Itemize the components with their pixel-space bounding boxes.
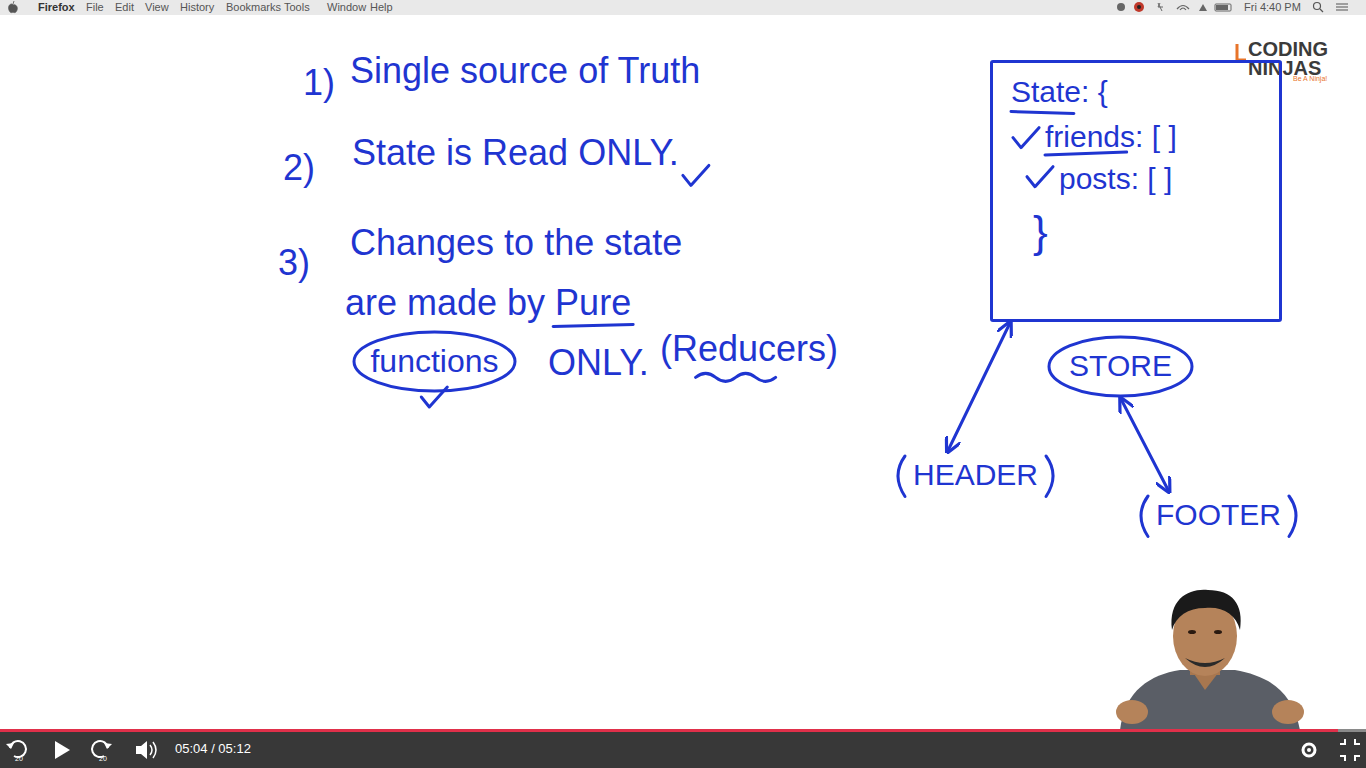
ellipse-stroke <box>354 332 515 391</box>
bracket <box>1046 456 1053 497</box>
check-mark <box>683 165 709 185</box>
store-ellipse: STORE <box>1047 335 1194 398</box>
footer-label: FOOTER <box>1156 498 1281 533</box>
menu-item: View <box>145 1 169 14</box>
presenter-figure <box>1116 590 1304 730</box>
state-line: } <box>1033 207 1048 258</box>
menu-item: History <box>180 1 214 14</box>
logo-accent <box>1237 44 1246 60</box>
reducers-note: (Reducers) <box>660 328 838 369</box>
principle-text: Changes to the state <box>350 222 682 263</box>
state-box: State: { friends: [ ] posts: [ ]} <box>990 60 1282 322</box>
principle-text: State is Read ONLY. <box>352 132 679 173</box>
menu-item: Help <box>370 1 393 14</box>
list-number: 3) <box>278 242 310 283</box>
principle-text: are made by Pure <box>345 282 631 323</box>
header-label: HEADER <box>913 458 1038 493</box>
principle-text: Single source of Truth <box>350 50 700 91</box>
bracket <box>1289 496 1296 537</box>
check-mark <box>1013 128 1039 148</box>
state-line: friends: [ ] <box>1045 120 1177 155</box>
logo-tagline: Be A Ninja! <box>1293 75 1327 83</box>
menu-item: Edit <box>115 1 134 14</box>
menu-item: File <box>86 1 104 14</box>
menu-item: Firefox <box>38 1 75 14</box>
footer-node: FOOTER <box>1148 492 1289 539</box>
list-number: 2) <box>283 147 315 188</box>
bracket <box>1141 496 1148 537</box>
time-display: 05:04 / 05:12 <box>175 742 251 757</box>
video-controls <box>0 729 1366 768</box>
menu-clock: Fri 4:40 PM <box>1244 1 1301 14</box>
skip-seconds: 20 <box>99 755 107 763</box>
principle-text: ONLY. <box>548 342 649 383</box>
apple-logo <box>9 1 18 13</box>
header-node: HEADER <box>905 452 1046 499</box>
underline <box>553 324 633 326</box>
circled-word: functions <box>352 330 517 393</box>
double-arrow <box>947 322 1010 452</box>
bracket <box>898 456 905 497</box>
menu-item: Window <box>327 1 366 14</box>
check-mark <box>1027 167 1053 187</box>
menu-item: Tools <box>284 1 310 14</box>
list-number: 1) <box>303 62 335 103</box>
store-label: STORE <box>1069 349 1172 384</box>
double-arrow <box>1121 398 1170 492</box>
menu-item: Bookmarks <box>226 1 281 14</box>
squiggle-underline <box>696 373 776 381</box>
underline <box>1011 112 1074 114</box>
status-icons <box>1117 2 1348 12</box>
state-line: State: { <box>1011 75 1108 110</box>
state-line: posts: [ ] <box>1059 162 1172 197</box>
menu-bar <box>0 0 1366 15</box>
skip-seconds: 20 <box>15 755 23 763</box>
circled-text: functions <box>370 343 498 380</box>
ellipse-stroke <box>1049 337 1192 396</box>
